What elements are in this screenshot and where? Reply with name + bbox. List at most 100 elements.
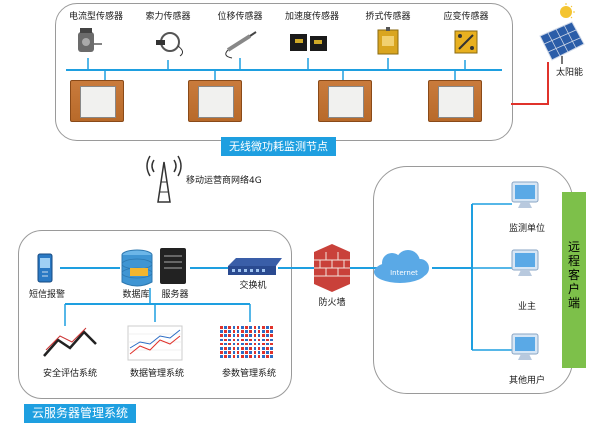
parameter-dot — [253, 347, 257, 350]
parameter-dot — [228, 355, 231, 358]
remote-title-char: 端 — [567, 296, 580, 310]
parameter-dot — [236, 351, 240, 354]
parameter-dot — [241, 355, 244, 358]
parameter-dot — [236, 342, 240, 346]
parameter-dot — [253, 334, 257, 337]
parameter-dot — [220, 347, 223, 350]
parameter-dot — [262, 338, 265, 342]
database-label: 数据库 — [122, 290, 150, 300]
bridge-sensor-icon — [377, 27, 399, 55]
parameter-dot — [245, 326, 248, 329]
parameter-dot — [232, 330, 236, 333]
sensor-label: 索力传感器 — [145, 12, 191, 22]
security-assessment-label: 安全评估系统 — [42, 369, 98, 379]
parameter-dot — [228, 347, 231, 350]
cloud-server-title: 云服务器管理系统 — [24, 404, 137, 423]
parameter-dot — [236, 334, 240, 337]
sensor-label: 位移传感器 — [217, 12, 263, 22]
wireless-node — [318, 80, 372, 122]
remote-client-bar — [562, 192, 586, 368]
displacement-sensor-icon — [225, 31, 257, 59]
parameter-dot — [236, 330, 240, 333]
parameter-dot — [224, 351, 227, 354]
parameter-dot — [224, 342, 227, 346]
switch-icon — [228, 258, 282, 275]
switch-label: 交换机 — [239, 281, 267, 291]
wireless-node-title: 无线微功耗监测节点 — [221, 137, 336, 156]
wireless-node — [428, 80, 482, 122]
parameter-dot — [270, 334, 273, 337]
parameter-dot — [245, 351, 248, 354]
sms-alarm-label: 短信报警 — [28, 290, 66, 300]
parameter-dot — [270, 330, 273, 333]
parameter-dot — [245, 342, 248, 346]
parameter-dot — [257, 355, 261, 358]
parameter-dot — [241, 347, 244, 350]
parameter-dot — [232, 355, 236, 358]
parameter-dot — [262, 342, 265, 346]
parameter-dot — [253, 351, 257, 354]
parameter-dot — [257, 326, 261, 329]
parameter-dot — [270, 342, 273, 346]
parameter-dot — [266, 355, 269, 358]
parameter-dot — [253, 330, 257, 333]
parameter-dot — [245, 330, 248, 333]
solar-label: 太阳能 — [556, 68, 584, 78]
server-label: 服务器 — [161, 290, 189, 300]
strain-sensor-icon — [454, 30, 478, 54]
internet-label: Internet — [390, 269, 418, 277]
parameter-dot — [249, 326, 252, 329]
parameter-dot — [228, 326, 231, 329]
parameter-dot — [245, 347, 248, 350]
mobile-network-label: 移动运营商网络4G — [186, 176, 262, 186]
parameter-dot — [228, 330, 231, 333]
parameter-management-label: 参数管理系统 — [221, 369, 277, 379]
data-management-label: 数据管理系统 — [129, 369, 185, 379]
parameter-dot — [262, 330, 265, 333]
parameter-dot — [257, 330, 261, 333]
parameter-dot — [249, 355, 252, 358]
parameter-dot — [241, 334, 244, 337]
parameter-dot — [224, 330, 227, 333]
parameter-dot — [228, 338, 231, 342]
parameter-dot — [266, 330, 269, 333]
sensor-label: 电流型传感器 — [68, 12, 124, 22]
parameter-dot — [232, 326, 236, 329]
parameter-dot — [257, 334, 261, 337]
server-icon — [160, 248, 186, 284]
remote-title-char: 远 — [567, 240, 580, 254]
accelerometer-icon — [290, 34, 327, 51]
parameter-dot — [236, 355, 240, 358]
parameter-dot — [236, 326, 240, 329]
parameter-dot — [266, 347, 269, 350]
other-users-label: 其他用户 — [508, 376, 546, 386]
remote-client-title: 远 程 客 户 端 — [562, 240, 586, 310]
parameter-dot — [224, 347, 227, 350]
data-management-chart-icon — [127, 325, 183, 361]
cable-force-sensor-icon — [156, 32, 184, 57]
parameter-dot — [253, 355, 257, 358]
parameter-dot — [270, 326, 273, 329]
parameter-dot — [257, 351, 261, 354]
parameter-dot — [245, 338, 248, 342]
parameter-dot — [241, 342, 244, 346]
parameter-dot — [266, 326, 269, 329]
sensor-label: 挢式传感器 — [365, 12, 411, 22]
parameter-dot — [224, 338, 227, 342]
parameter-dot — [228, 342, 231, 346]
parameter-dot — [220, 342, 223, 346]
parameter-dot — [253, 326, 257, 329]
parameter-dot — [220, 330, 223, 333]
sensor-label: 加速度传感器 — [284, 12, 340, 22]
parameter-dot — [262, 326, 265, 329]
parameter-dot — [232, 351, 236, 354]
parameter-dot — [232, 338, 236, 342]
parameter-dot — [228, 334, 231, 337]
parameter-dot — [249, 330, 252, 333]
parameter-dot — [241, 351, 244, 354]
